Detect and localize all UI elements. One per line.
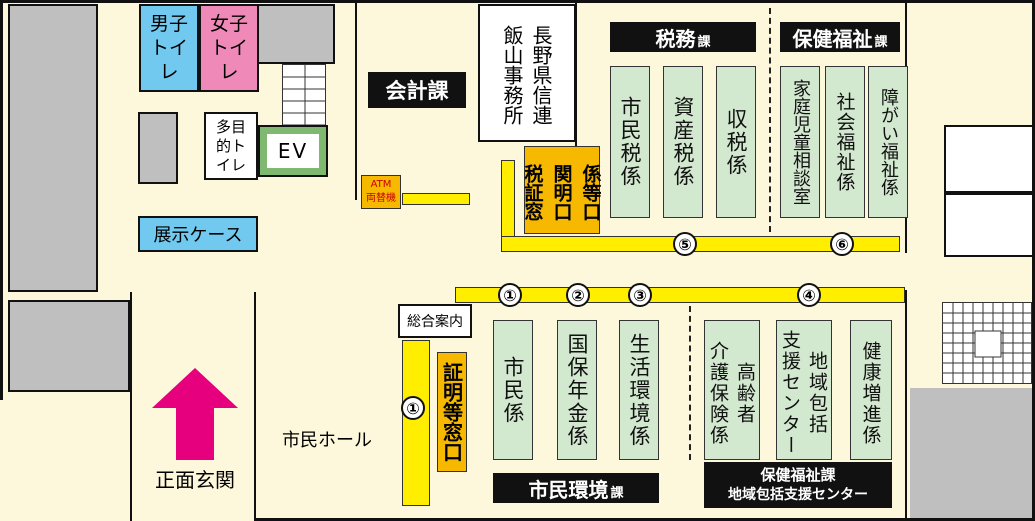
multipurpose-label: 多目的トイレ <box>209 118 253 175</box>
counter-community-support[interactable]: 地域包括 支援センター <box>776 320 832 460</box>
right-wall-line <box>1032 0 1035 521</box>
number-5: ⑤ <box>673 232 697 256</box>
elevator-label: EV <box>267 134 319 168</box>
counter-elderly-care[interactable]: 高齢者 介護保険係 <box>704 320 760 460</box>
welfare-section-header: 保健福祉課 <box>780 22 900 52</box>
counter-property-tax[interactable]: 資産税係 <box>663 66 703 218</box>
welfare-center-header: 保健福祉課 地域包括支援センター <box>704 462 892 508</box>
number-1: ① <box>498 283 522 307</box>
elderly-care-col1: 高齢者 <box>734 361 756 425</box>
welfare-center-line2: 地域包括支援センター <box>728 487 868 503</box>
multipurpose-restroom[interactable]: 多目的トイレ <box>204 112 258 180</box>
welfare-section-header-suffix: 課 <box>874 34 888 50</box>
number-2: ② <box>566 283 590 307</box>
counter-citizen[interactable]: 市民係 <box>493 320 533 460</box>
right-room-2 <box>944 193 1035 257</box>
citizen-hall-label: 市民ホール <box>282 430 372 451</box>
number-6: ⑥ <box>830 232 854 256</box>
stairs-right <box>942 302 1032 384</box>
stairs-right-lines <box>943 303 1031 383</box>
citizen-env-header-suffix: 課 <box>610 485 624 501</box>
info-desk[interactable]: 総合案内 <box>398 304 472 338</box>
tax-section-header: 税務課 <box>610 22 756 52</box>
pillar-left <box>138 112 178 184</box>
mens-restroom[interactable]: 男子トイレ <box>139 4 199 92</box>
counter-child-consultation[interactable]: 家庭児童相談室 <box>780 66 820 218</box>
womens-label-text: 女子トイレ <box>209 13 248 83</box>
top-wall-line <box>0 0 1035 3</box>
upper-right-top-rule <box>575 3 577 153</box>
counter-disability-welfare[interactable]: 障がい福祉係 <box>868 66 908 218</box>
health-promotion-col1: 健康増進係 <box>859 340 882 446</box>
accounting-section: 会計課 <box>368 72 466 108</box>
right-lower-wall <box>910 388 1035 521</box>
number-1-hall: ① <box>401 396 425 420</box>
shinren-office: 長野県信連 飯山事務所 <box>478 4 576 142</box>
divider-vertical <box>355 0 357 200</box>
multipurpose-label-text: 多目的トイレ <box>215 117 246 174</box>
elderly-care-col2: 介護保険係 <box>707 340 729 446</box>
community-support-col1: 地域包括 <box>806 351 828 435</box>
lower-corridor-horizontal <box>455 287 905 303</box>
counter-citizen-tax[interactable]: 市民税係 <box>610 66 650 218</box>
number-4: ④ <box>797 283 821 307</box>
womens-restroom[interactable]: 女子トイレ <box>199 4 259 92</box>
lower-corridor-vertical <box>402 340 430 506</box>
counter-insurance-pension[interactable]: 国保年金係 <box>557 320 597 460</box>
welfare-section-header-text: 保健福祉 <box>792 26 873 51</box>
mens-label-text: 男子トイレ <box>149 13 188 83</box>
upper-corridor-horizontal <box>501 236 900 252</box>
tax-certificate-window[interactable]: 係等口 関明口 税証窓 <box>522 146 602 234</box>
lower-dashed-divider <box>689 306 691 460</box>
entrance-label: 正面玄関 <box>155 468 235 492</box>
entrance-arrow-icon <box>152 368 238 460</box>
tax-section-header-text: 税務 <box>655 26 696 51</box>
upper-dashed-divider <box>769 8 771 232</box>
shinren-col1: 長野県信連 <box>529 25 553 125</box>
counter-living-environment[interactable]: 生活環境係 <box>619 320 659 460</box>
elevator[interactable]: EV <box>258 125 328 177</box>
tax-cert-col-3: 税証窓 <box>521 163 544 221</box>
top-right-wall <box>255 4 335 64</box>
certificate-window[interactable]: 証明等窓口 <box>437 352 467 472</box>
atm-counter <box>402 193 470 205</box>
tax-section-header-suffix: 課 <box>697 34 711 50</box>
tax-cert-col-1: 係等口 <box>579 163 602 221</box>
atm-label-1: ATM <box>370 179 392 190</box>
tax-cert-col-2: 関明口 <box>550 163 573 221</box>
counter-social-welfare[interactable]: 社会福祉係 <box>825 66 865 218</box>
left-wall-block <box>8 4 98 292</box>
atm-label-2: 両替機 <box>366 193 396 204</box>
number-3: ③ <box>628 283 652 307</box>
lower-right-rule <box>905 290 907 520</box>
bottom-wall-line <box>255 518 1035 521</box>
citizen-env-header-text: 市民環境 <box>528 477 609 502</box>
mens-restroom-label: 男子トイレ <box>145 12 193 84</box>
atm[interactable]: ATM 両替機 <box>361 175 401 209</box>
left-wall-line <box>0 0 3 400</box>
shinren-col2: 飯山事務所 <box>500 25 524 125</box>
community-support-col2: 支援センター <box>779 330 801 456</box>
counter-health-promotion[interactable]: 健康増進係 <box>850 320 892 460</box>
left-lower-wall <box>8 300 130 392</box>
womens-restroom-label: 女子トイレ <box>205 12 253 84</box>
right-room-1 <box>944 125 1035 193</box>
welfare-center-line1: 保健福祉課 <box>760 466 836 484</box>
display-case: 展示ケース <box>138 216 258 252</box>
counter-tax-collection[interactable]: 収税係 <box>716 66 756 218</box>
citizen-env-header: 市民環境課 <box>493 473 659 503</box>
